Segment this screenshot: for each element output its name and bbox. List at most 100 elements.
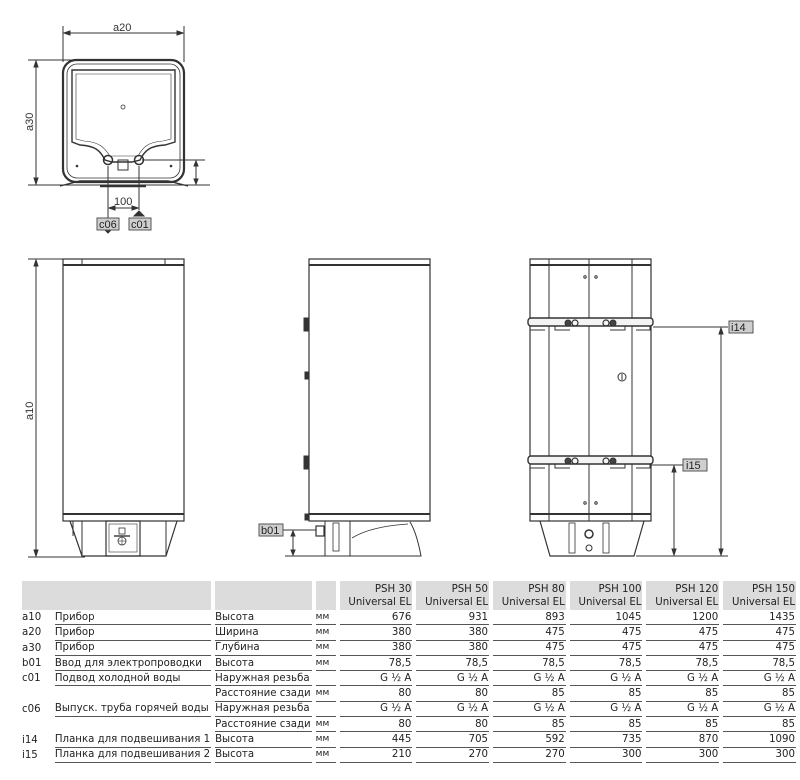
row-value: 870 — [646, 732, 720, 748]
row-value: 705 — [416, 732, 490, 748]
row-value: 85 — [569, 717, 643, 733]
row-value: 80 — [416, 717, 490, 733]
row-code — [22, 717, 51, 732]
row-value: 735 — [569, 732, 643, 748]
row-name: Планка для подвешивания 2 — [54, 748, 212, 763]
row-value: 300 — [646, 748, 720, 763]
row-name: Подвод холодной воды — [54, 671, 212, 687]
row-value: 380 — [416, 625, 490, 641]
row-value: 85 — [493, 717, 566, 733]
row-name: Прибор — [54, 641, 212, 656]
row-value: 475 — [569, 625, 643, 641]
row-value: G ½ A — [493, 702, 566, 718]
row-value: 445 — [339, 732, 413, 748]
row-value: 78,5 — [723, 656, 796, 672]
row-name: Прибор — [54, 625, 212, 641]
table-row: a10 Прибор Высота мм 676 931 893 1045 12… — [22, 610, 796, 626]
dim-label-a10: a10 — [24, 402, 36, 420]
row-value: 475 — [569, 641, 643, 656]
table-row: c06 Выпуск. труба горячей воды Наружная … — [22, 702, 796, 718]
row-value: 475 — [493, 641, 566, 656]
row-value: 1090 — [723, 732, 796, 748]
table-row: Расстояние сзади мм 80 80 85 85 85 85 — [22, 717, 796, 733]
row-code: a20 — [22, 627, 42, 639]
row-value: G ½ A — [646, 702, 720, 718]
row-code: a30 — [22, 642, 42, 654]
tag-b01: b01 — [261, 525, 279, 537]
table-row: a30 Прибор Глубина мм 380 380 475 475 47… — [22, 641, 796, 656]
row-value: G ½ A — [569, 702, 643, 718]
row-name — [55, 686, 211, 701]
row-code: i14 — [22, 734, 38, 746]
row-name: Выпуск. труба горячей воды — [54, 702, 212, 718]
tag-c01: c01 — [131, 219, 149, 231]
row-value: G ½ A — [723, 671, 796, 687]
row-name: Планка для подвешивания 1 — [54, 732, 212, 748]
row-name: Ввод для электропроводки — [54, 656, 212, 672]
row-code: b01 — [22, 658, 42, 670]
table-row: c01 Подвод холодной воды Наружная резьба… — [22, 671, 796, 687]
row-param: Высота — [215, 656, 312, 672]
row-value: 85 — [723, 717, 796, 733]
row-param: Наружная резьба — [215, 671, 312, 687]
row-value: 78,5 — [493, 656, 566, 672]
row-unit — [315, 702, 336, 718]
header-blank-unit — [315, 581, 336, 610]
row-unit — [315, 671, 336, 687]
row-unit: мм — [315, 610, 336, 626]
table-row: i14 Планка для подвешивания 1 Высота мм … — [22, 732, 796, 748]
row-value: 475 — [646, 625, 720, 641]
header-blank-param — [215, 581, 312, 610]
row-value: G ½ A — [646, 671, 720, 687]
row-value: G ½ A — [569, 671, 643, 687]
row-value: 80 — [339, 686, 413, 702]
top-view — [28, 26, 210, 234]
row-value: 85 — [569, 686, 643, 702]
row-unit: мм — [315, 717, 336, 733]
row-value: 1200 — [646, 610, 720, 626]
row-param: Глубина — [215, 641, 312, 656]
row-value: G ½ A — [416, 702, 490, 718]
row-value: 475 — [723, 625, 796, 641]
row-value: G ½ A — [416, 671, 490, 687]
row-value: 78,5 — [339, 656, 413, 672]
row-value: G ½ A — [339, 671, 413, 687]
row-name — [55, 717, 211, 732]
row-value: 475 — [646, 641, 720, 656]
row-value: 300 — [569, 748, 643, 763]
row-value: 380 — [339, 625, 413, 641]
row-code: i15 — [22, 749, 38, 761]
row-param: Высота — [215, 732, 312, 748]
row-name: Прибор — [54, 610, 212, 626]
row-value: 380 — [416, 641, 490, 656]
header-blank-name — [22, 581, 212, 610]
front-view — [28, 258, 185, 558]
row-value: G ½ A — [723, 702, 796, 718]
row-value: 80 — [339, 717, 413, 733]
row-value: 78,5 — [569, 656, 643, 672]
row-param: Расстояние сзади — [215, 717, 312, 733]
row-unit: мм — [315, 748, 336, 763]
technical-drawing: a20 a30 100 c06 c01 a10 b01 i14 i15 — [24, 22, 754, 558]
row-value: 380 — [339, 641, 413, 656]
side-view — [283, 258, 431, 557]
row-value: 85 — [646, 717, 720, 733]
row-value: 270 — [416, 748, 490, 763]
row-value: 85 — [723, 686, 796, 702]
row-value: 300 — [723, 748, 796, 763]
row-code: c01 — [22, 673, 41, 685]
row-unit: мм — [315, 641, 336, 656]
row-code — [22, 686, 51, 701]
row-value: 1435 — [723, 610, 796, 626]
table-row: b01 Ввод для электропроводки Высота мм 7… — [22, 656, 796, 672]
row-value: 85 — [493, 686, 566, 702]
table-row: i15 Планка для подвешивания 2 Высота мм … — [22, 748, 796, 763]
tag-i15: i15 — [686, 460, 701, 472]
row-value: 475 — [723, 641, 796, 656]
